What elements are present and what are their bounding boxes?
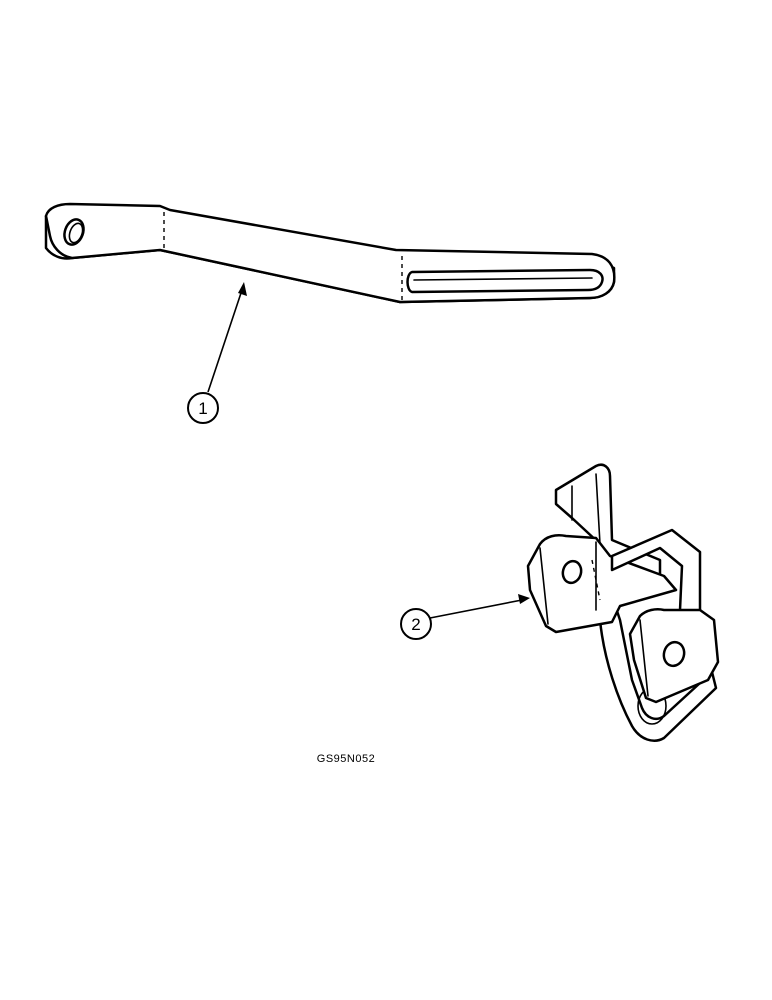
callout-2: 2 — [400, 594, 530, 640]
bracket-left-hole — [561, 559, 583, 585]
bracket-right-hole — [662, 640, 686, 668]
callout-1-number: 1 — [198, 399, 207, 418]
link-bar-slot-inner-edge — [413, 277, 593, 281]
link-bar-hole-inner-edge — [68, 222, 84, 244]
figure-code: GS95N052 — [317, 753, 375, 765]
bracket-left-flange — [526, 534, 678, 634]
bracket-bend-line — [591, 559, 601, 601]
callout-1: 1 — [187, 282, 247, 424]
bracket-lower-hook — [598, 558, 718, 742]
link-bar-slot — [406, 268, 604, 294]
callout-1-arrowhead — [238, 282, 247, 296]
callout-1-circle — [187, 392, 219, 424]
link-bar-part — [44, 202, 616, 304]
callout-2-number: 2 — [411, 615, 420, 634]
callout-2-circle — [400, 608, 432, 640]
bracket-right-flange-edge — [639, 619, 649, 697]
bracket-left-flange-edge — [539, 541, 597, 625]
callout-2-arrowhead — [518, 594, 530, 604]
callout-2-leader — [429, 599, 523, 619]
bracket-part — [526, 463, 720, 742]
bracket-rear-plate-edge — [571, 473, 601, 545]
callout-1-leader — [207, 289, 243, 393]
